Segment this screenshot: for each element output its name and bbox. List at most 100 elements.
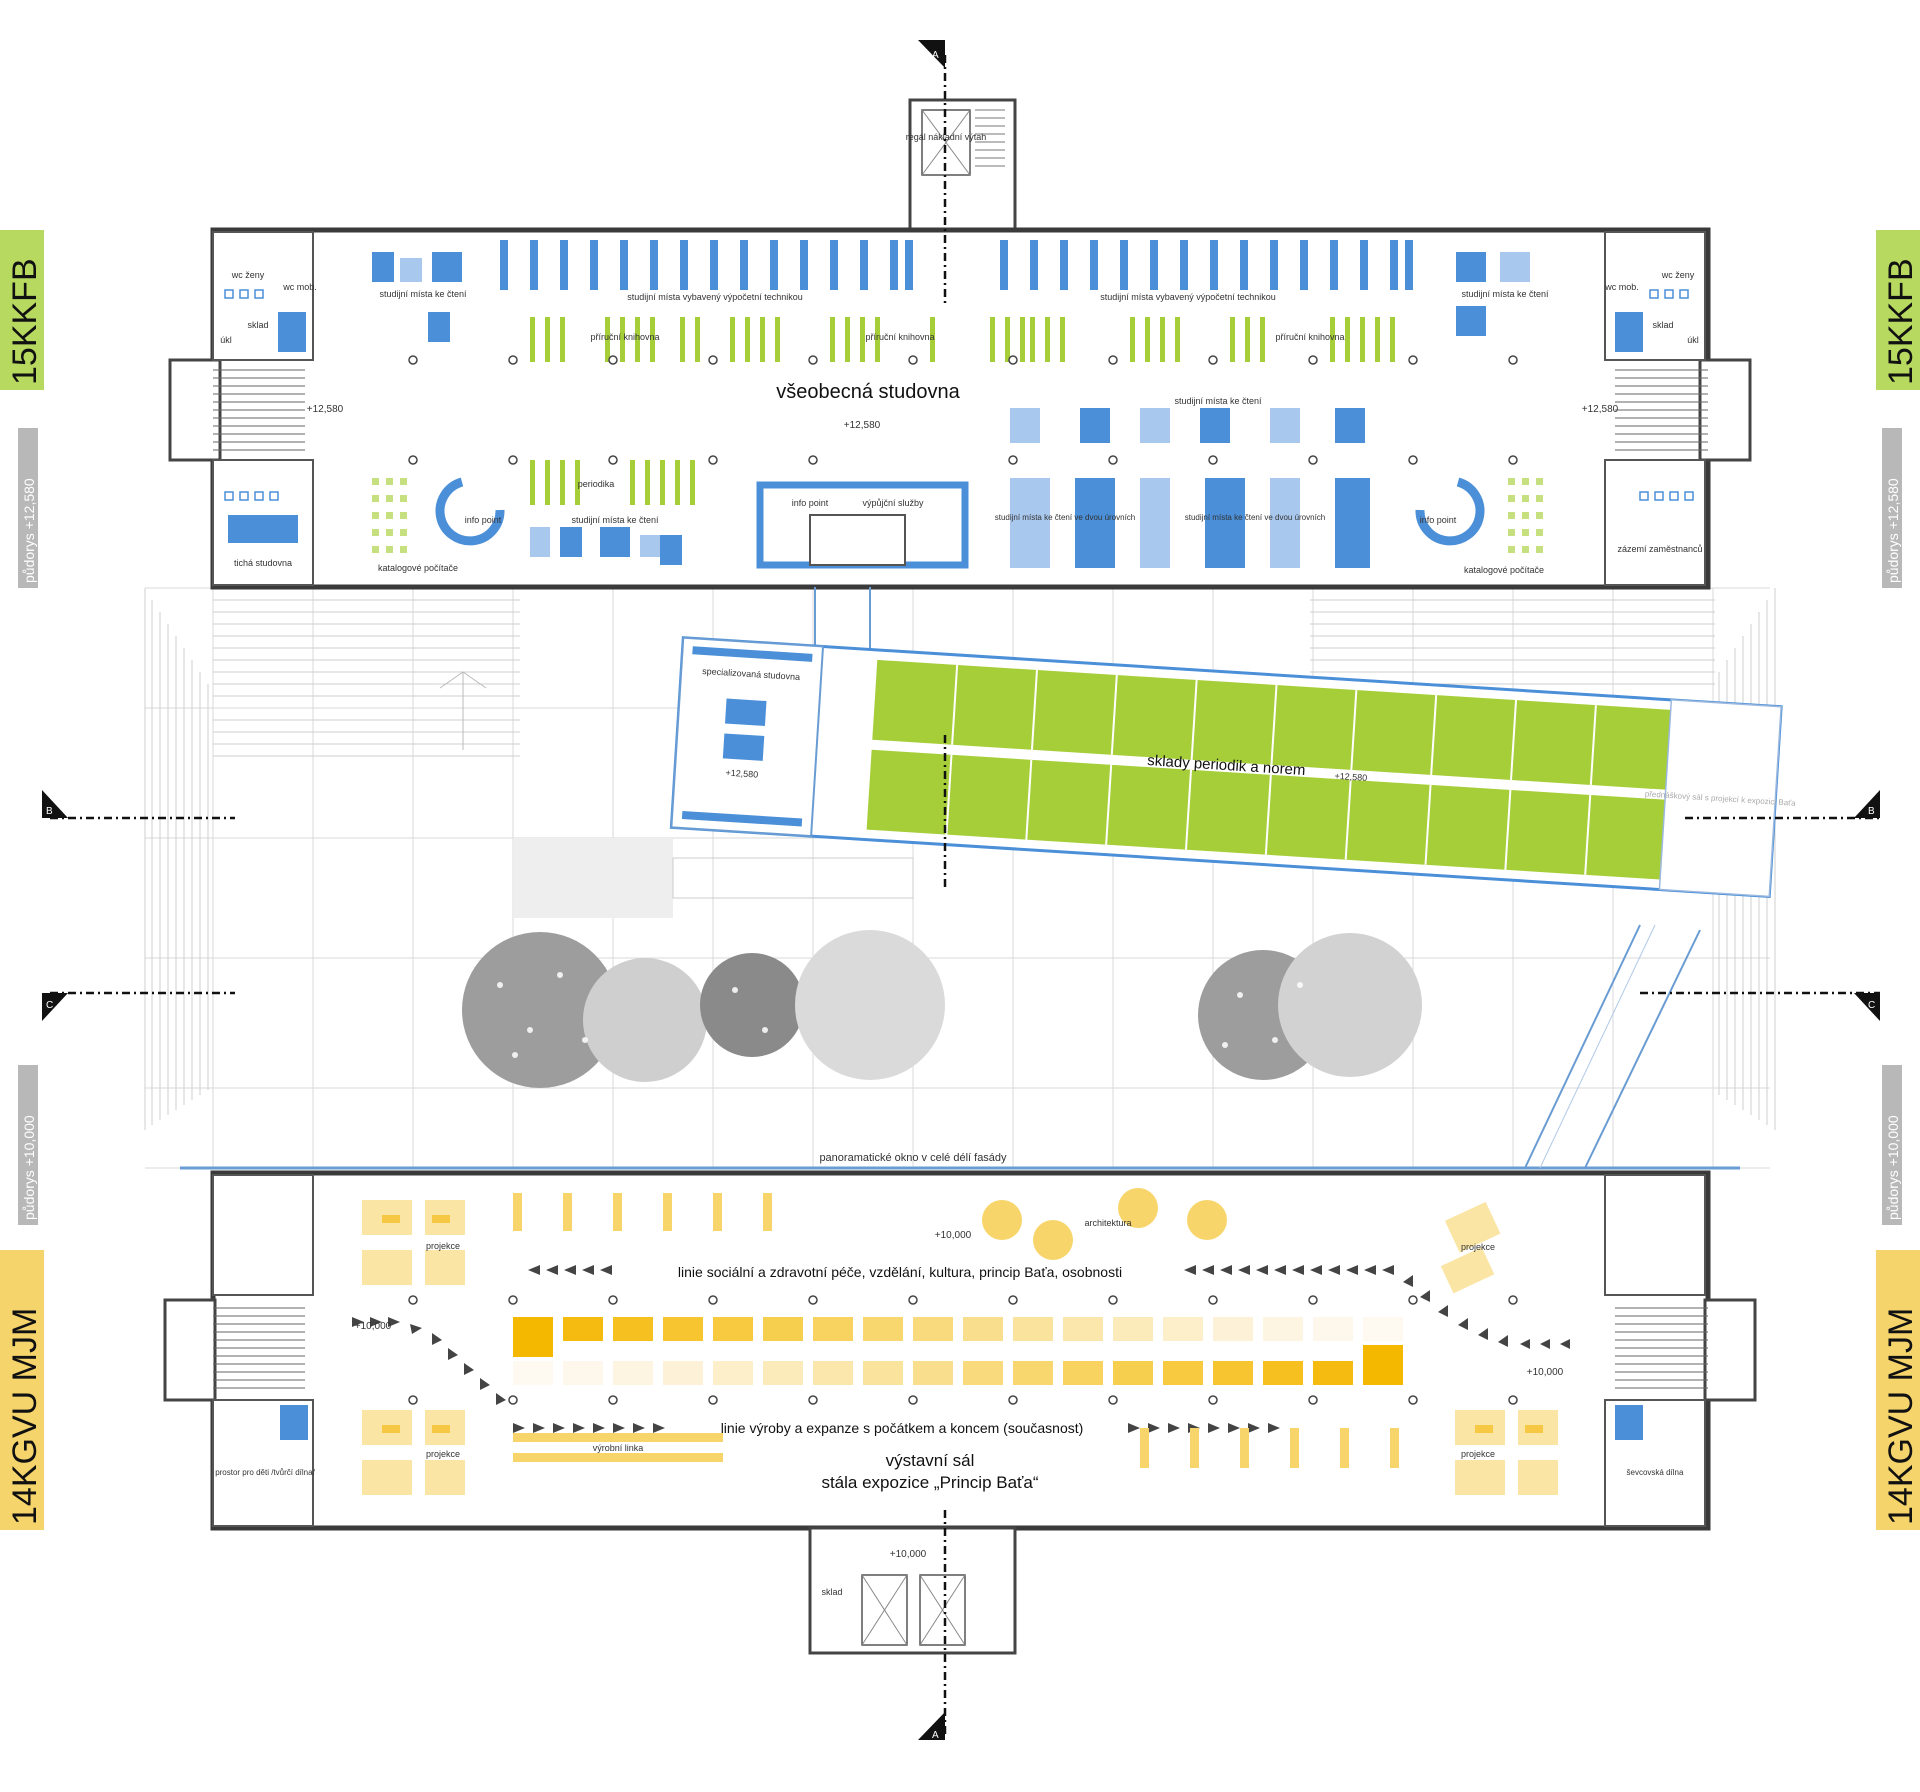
side-label-lower-plan-left: půdorys +10,000	[18, 1065, 38, 1225]
section-c-left	[42, 993, 68, 1021]
production-line-arrows	[352, 1317, 1280, 1433]
section-a-top-label: A	[932, 50, 939, 61]
tree	[700, 953, 804, 1057]
side-label-text: 14KGVU MJM	[1882, 1307, 1920, 1525]
storage-row-top	[872, 659, 1671, 790]
upper-hall-title: všeobecná studovna	[776, 381, 960, 403]
section-b-right	[1854, 790, 1880, 818]
architecture-circles	[982, 1188, 1227, 1260]
side-label-lower-plan-right: půdorys +10,000	[1882, 1065, 1902, 1225]
lower-hall-subtitle: stála expozice „Princip Baťa“	[821, 1473, 1038, 1492]
stair-right-upper	[1698, 358, 1752, 462]
side-label-text: 15KKFB	[6, 258, 44, 385]
columns-lower	[408, 1295, 1518, 1405]
side-label-text: půdorys +10,000	[1885, 1115, 1901, 1220]
reading-seats-lower	[530, 408, 1370, 568]
section-a-bottom	[918, 1712, 945, 1740]
lending-label: výpůjční služby	[862, 498, 924, 508]
south-sklad-label: sklad	[821, 1587, 842, 1597]
section-c-right	[1854, 993, 1880, 1021]
wc-mob-left-label: wc mob.	[282, 282, 317, 292]
handbook-label-2: příruční knihovna	[865, 332, 934, 342]
lift-right-lower	[1615, 1405, 1643, 1440]
tech-workstations	[500, 240, 1413, 290]
handbook-label-1: příruční knihovna	[590, 332, 659, 342]
section-b-right-label: B	[1868, 806, 1875, 817]
central-stair-core	[809, 514, 906, 566]
two-levels-label-2: studijní místa ke čtení ve dvou úrovních	[1185, 513, 1326, 522]
side-label-upper-plan-left: půdorys +12,580	[18, 428, 38, 588]
study-tech-right-label: studijní místa vybavený výpočetní techni…	[1100, 292, 1276, 302]
section-lines	[50, 55, 1880, 1735]
lift-left-upper	[278, 312, 306, 352]
ukl-left-label: úkl	[220, 335, 232, 345]
production-line-bar-top	[513, 1433, 723, 1442]
wc-block-right-lower	[1604, 1174, 1706, 1296]
lecture-hall	[1658, 699, 1782, 898]
production-line-bar-label: výrobní linka	[593, 1443, 644, 1453]
sklad-right-label: sklad	[1652, 320, 1673, 330]
tree	[1278, 933, 1422, 1077]
kids-room-label: prostor pro děti /tvůrčí dílna/	[215, 1468, 315, 1477]
side-label-lower-block-left: 14KGVU MJM	[0, 1250, 44, 1530]
wc-women-right-label: wc ženy	[1661, 270, 1695, 280]
handbook-label-3: příruční knihovna	[1275, 332, 1344, 342]
timeline-row-1	[513, 1317, 1403, 1357]
sklad-left-label: sklad	[247, 320, 268, 330]
left-terraces	[144, 588, 520, 1130]
exhibit-panels-top	[513, 1193, 772, 1231]
projection-label-3: projekce	[1461, 1242, 1495, 1252]
upper-level-right: +12,580	[1582, 404, 1619, 415]
catalog-left-label: katalogové počítače	[378, 563, 458, 573]
side-label-text: půdorys +12,580	[1885, 478, 1901, 583]
lower-level-left: +10,000	[355, 1321, 392, 1332]
storage-row-bottom	[866, 749, 1666, 880]
info-point-right	[1415, 477, 1485, 546]
shoemaker-label: ševcovská dílna	[1627, 1468, 1684, 1477]
side-label-upper-plan-right: půdorys +12,580	[1882, 428, 1902, 588]
courtyard-plaza	[513, 838, 673, 918]
panoramic-window-label: panoramatické okno v celé délí fasády	[819, 1152, 1007, 1164]
staff-label: zázemí zaměstnanců	[1617, 544, 1702, 554]
staff-block	[1604, 459, 1706, 586]
info-center-label: info point	[792, 498, 829, 508]
trees	[462, 930, 1422, 1088]
production-line-label: linie výroby a expanze s počátkem a konc…	[721, 1420, 1084, 1436]
study-left-label: studijní místa ke čtení	[379, 289, 467, 299]
tree	[795, 930, 945, 1080]
bridge-storage: sklady periodik a norem specializovaná s…	[669, 636, 1796, 898]
section-a-top	[918, 40, 945, 68]
quiet-study-label: tichá studovna	[234, 558, 292, 568]
columns-upper	[408, 355, 1518, 465]
reading-clusters-top	[372, 252, 1530, 342]
study-tech-left-label: studijní místa vybavený výpočetní techni…	[627, 292, 803, 302]
tree	[462, 932, 618, 1088]
catalog-right-label: katalogové počítače	[1464, 565, 1544, 575]
bridge-ramp	[1524, 924, 1701, 1169]
upper-floor: regál nákladní výtah wc ženy wc mob.	[168, 98, 1752, 590]
section-b-left	[42, 790, 68, 818]
bridge-level-right: +12,580	[1334, 771, 1367, 783]
periodika-label: periodika	[578, 479, 615, 489]
section-a-bottom-label: A	[932, 1730, 939, 1741]
bridge-level-left: +12,580	[725, 768, 758, 780]
social-line-label: linie sociální a zdravotní péče, vzdělán…	[678, 1264, 1122, 1280]
projection-label-1: projekce	[426, 1241, 460, 1251]
lift-right-upper	[1615, 312, 1643, 352]
lower-level-center: +10,000	[935, 1230, 972, 1241]
catalog-computers	[372, 478, 1543, 553]
projection-label-2: projekce	[426, 1449, 460, 1459]
section-c-left-label: C	[46, 1000, 53, 1011]
side-label-upper-block-right: 15KKFB	[1876, 230, 1920, 390]
projection-booths	[362, 1200, 1558, 1495]
projection-label-4: projekce	[1461, 1449, 1495, 1459]
lower-level-right: +10,000	[1527, 1367, 1564, 1378]
tree	[583, 958, 707, 1082]
study-center-label: studijní místa ke čtení	[1174, 396, 1262, 406]
two-levels-label-1: studijní místa ke čtení ve dvou úrovních	[995, 513, 1136, 522]
info-right-label: info point	[1420, 515, 1457, 525]
study-lower-label: studijní místa ke čtení	[571, 515, 659, 525]
south-core	[808, 1526, 1017, 1655]
info-left-label: info point	[465, 515, 502, 525]
